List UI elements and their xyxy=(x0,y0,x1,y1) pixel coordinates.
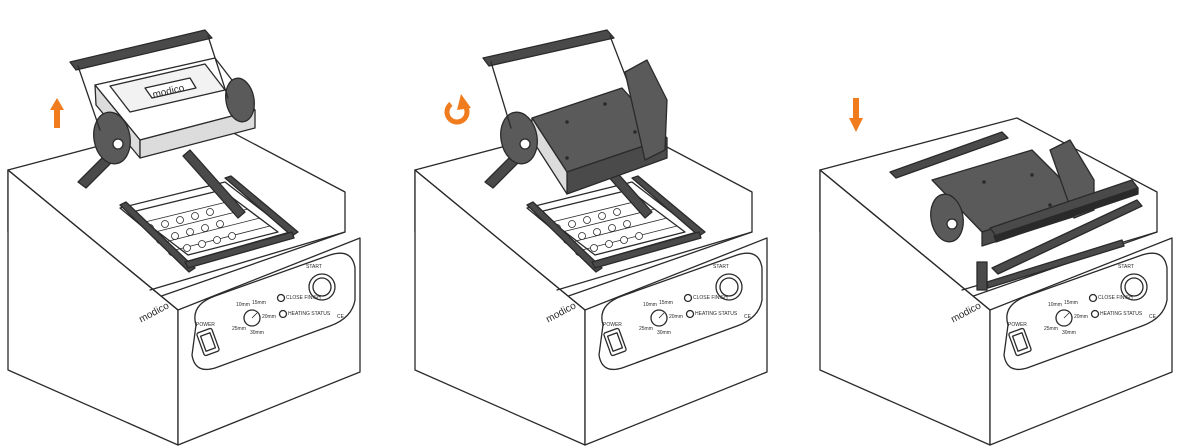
dial-label-25-3: 25mm xyxy=(1044,326,1058,332)
dial-label-15-3: 15mm xyxy=(1064,300,1078,306)
dial-label-20-2: 20mm xyxy=(669,314,683,320)
dial-label-25-1: 25mm xyxy=(232,326,246,332)
start-label-3: START xyxy=(1118,264,1134,270)
up-arrow-icon xyxy=(50,98,64,128)
dial-label-20-3: 20mm xyxy=(1074,314,1088,320)
status-label-close-2: CLOSE FINISH xyxy=(693,295,728,301)
ce-mark-1: CE xyxy=(337,314,345,320)
down-arrow-icon xyxy=(849,98,863,132)
ce-mark-2: CE xyxy=(744,314,752,320)
dial-label-30-2: 30mm xyxy=(657,330,671,336)
status-label-close-1: CLOSE FINISH xyxy=(286,295,321,301)
start-label-2: START xyxy=(713,264,729,270)
power-label-3: POWER xyxy=(1008,322,1027,328)
ce-mark-3: CE xyxy=(1149,314,1157,320)
status-label-heating-3: HEATING STATUS xyxy=(1100,311,1143,317)
power-label-1: POWER xyxy=(196,322,215,328)
step-3-panel: modico POWER START CE CLOSE FINISH HEATI… xyxy=(820,98,1172,445)
dial-label-10-2: 10mm xyxy=(643,302,657,308)
start-label-1: START xyxy=(306,264,322,270)
dial-label-20-1: 20mm xyxy=(262,314,276,320)
dial-label-15-1: 15mm xyxy=(252,300,266,306)
status-label-heating-1: HEATING STATUS xyxy=(288,311,331,317)
dial-label-25-2: 25mm xyxy=(639,326,653,332)
step-2-panel: modico POWER START CE CLOSE FINISH HEATI… xyxy=(415,30,767,445)
dial-label-10-3: 10mm xyxy=(1048,302,1062,308)
rotate-arrow-icon xyxy=(447,94,471,122)
step-1-panel: modico modico POWER START CE CLOSE FINIS… xyxy=(8,30,360,445)
dial-label-30-1: 30mm xyxy=(250,330,264,336)
dial-label-30-3: 30mm xyxy=(1062,330,1076,336)
status-label-close-3: CLOSE FINISH xyxy=(1098,295,1133,301)
dial-label-10-1: 10mm xyxy=(236,302,250,308)
power-label-2: POWER xyxy=(603,322,622,328)
dial-label-15-2: 15mm xyxy=(659,300,673,306)
status-label-heating-2: HEATING STATUS xyxy=(695,311,738,317)
